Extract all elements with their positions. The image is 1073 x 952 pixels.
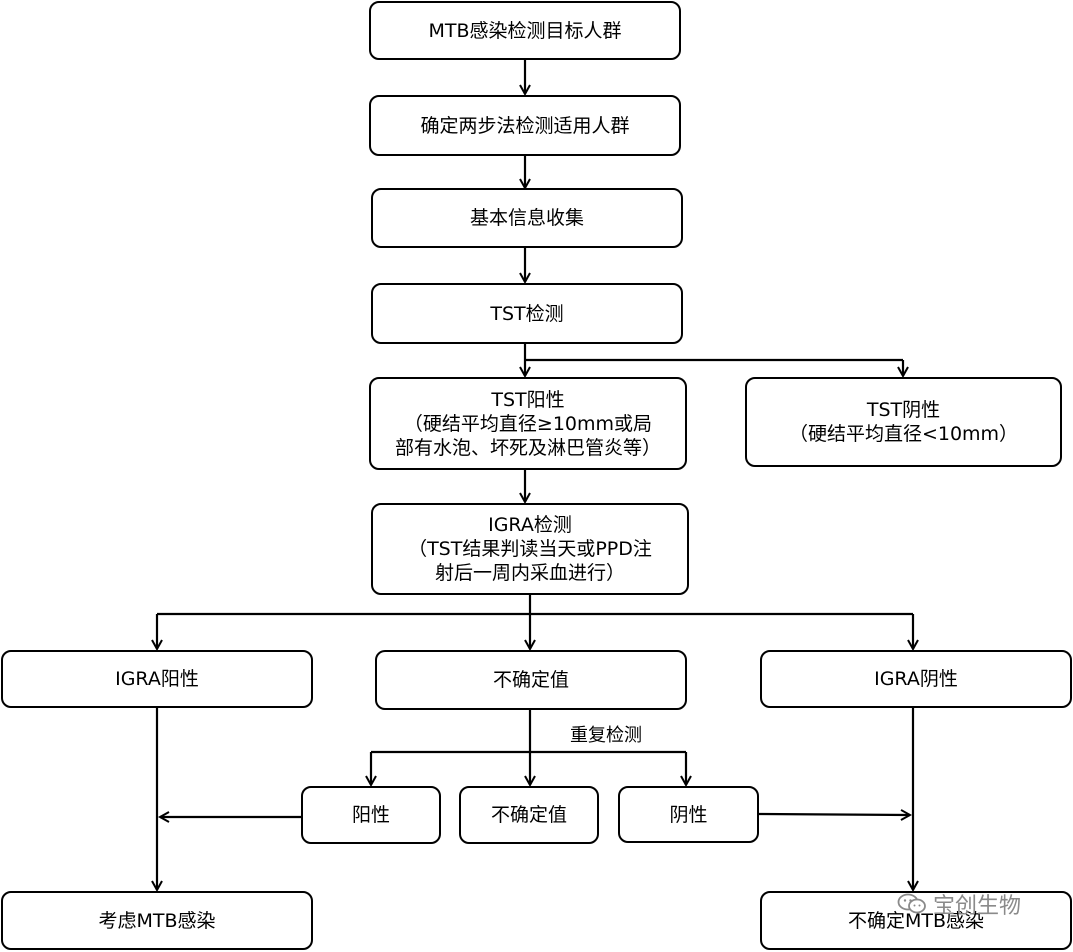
arrow-retest-neg-to-right — [758, 814, 910, 815]
node-tst-negative: TST阴性 （硬结平均直径<10mm） — [745, 377, 1062, 467]
node-retest-indeterminate-label: 不确定值 — [490, 804, 567, 826]
node-indeterminate: 不确定值 — [375, 650, 687, 710]
node-info-label: 基本信息收集 — [469, 207, 584, 229]
node-retest-positive-label: 阳性 — [351, 804, 390, 826]
node-igra-negative: IGRA阴性 — [760, 650, 1072, 708]
node-target-label: MTB感染检测目标人群 — [428, 19, 622, 42]
node-retest-positive: 阳性 — [301, 786, 441, 844]
edge-label-retest: 重复检测 — [566, 721, 646, 747]
tst-neg-line-2: （硬结平均直径<10mm） — [788, 423, 1019, 445]
node-tst-label: TST检测 — [490, 302, 564, 325]
node-consider-mtb: 考虑MTB感染 — [1, 891, 313, 950]
node-target: MTB感染检测目标人群 — [369, 1, 681, 60]
node-two-step: 确定两步法检测适用人群 — [369, 95, 681, 156]
igra-line-3: 射后一周内采血进行） — [434, 562, 625, 584]
node-uncertain-mtb-label: 不确定MTB感染 — [847, 909, 985, 932]
node-tst: TST检测 — [371, 283, 683, 344]
watermark-text: 宝创生物 — [933, 894, 1022, 919]
node-igra: IGRA检测 （TST结果判读当天或PPD注 射后一周内采血进行） — [371, 503, 689, 595]
node-retest-negative-label: 阴性 — [669, 803, 708, 826]
tst-pos-line-3: 部有水泡、坏死及淋巴管炎等） — [394, 436, 661, 459]
tst-pos-line-1: TST阳性 — [491, 388, 565, 411]
node-igra-positive: IGRA阳性 — [1, 650, 313, 708]
node-igra-negative-label: IGRA阴性 — [874, 668, 958, 690]
node-tst-positive: TST阳性 （硬结平均直径≥10mm或局 部有水泡、坏死及淋巴管炎等） — [369, 377, 687, 470]
igra-line-2: （TST结果判读当天或PPD注 — [408, 538, 652, 560]
node-two-step-label: 确定两步法检测适用人群 — [420, 114, 630, 137]
node-indeterminate-label: 不确定值 — [492, 669, 569, 691]
tst-neg-line-1: TST阴性 — [866, 399, 941, 421]
node-info: 基本信息收集 — [371, 188, 683, 248]
node-retest-indeterminate: 不确定值 — [459, 786, 599, 844]
igra-line-1: IGRA检测 — [488, 514, 572, 536]
node-consider-mtb-label: 考虑MTB感染 — [98, 909, 216, 932]
node-retest-negative: 阴性 — [618, 786, 759, 843]
watermark: 宝创生物 — [897, 888, 1021, 920]
wechat-icon — [897, 893, 926, 914]
tst-pos-line-2: （硬结平均直径≥10mm或局 — [403, 412, 653, 435]
node-igra-positive-label: IGRA阳性 — [115, 668, 199, 690]
